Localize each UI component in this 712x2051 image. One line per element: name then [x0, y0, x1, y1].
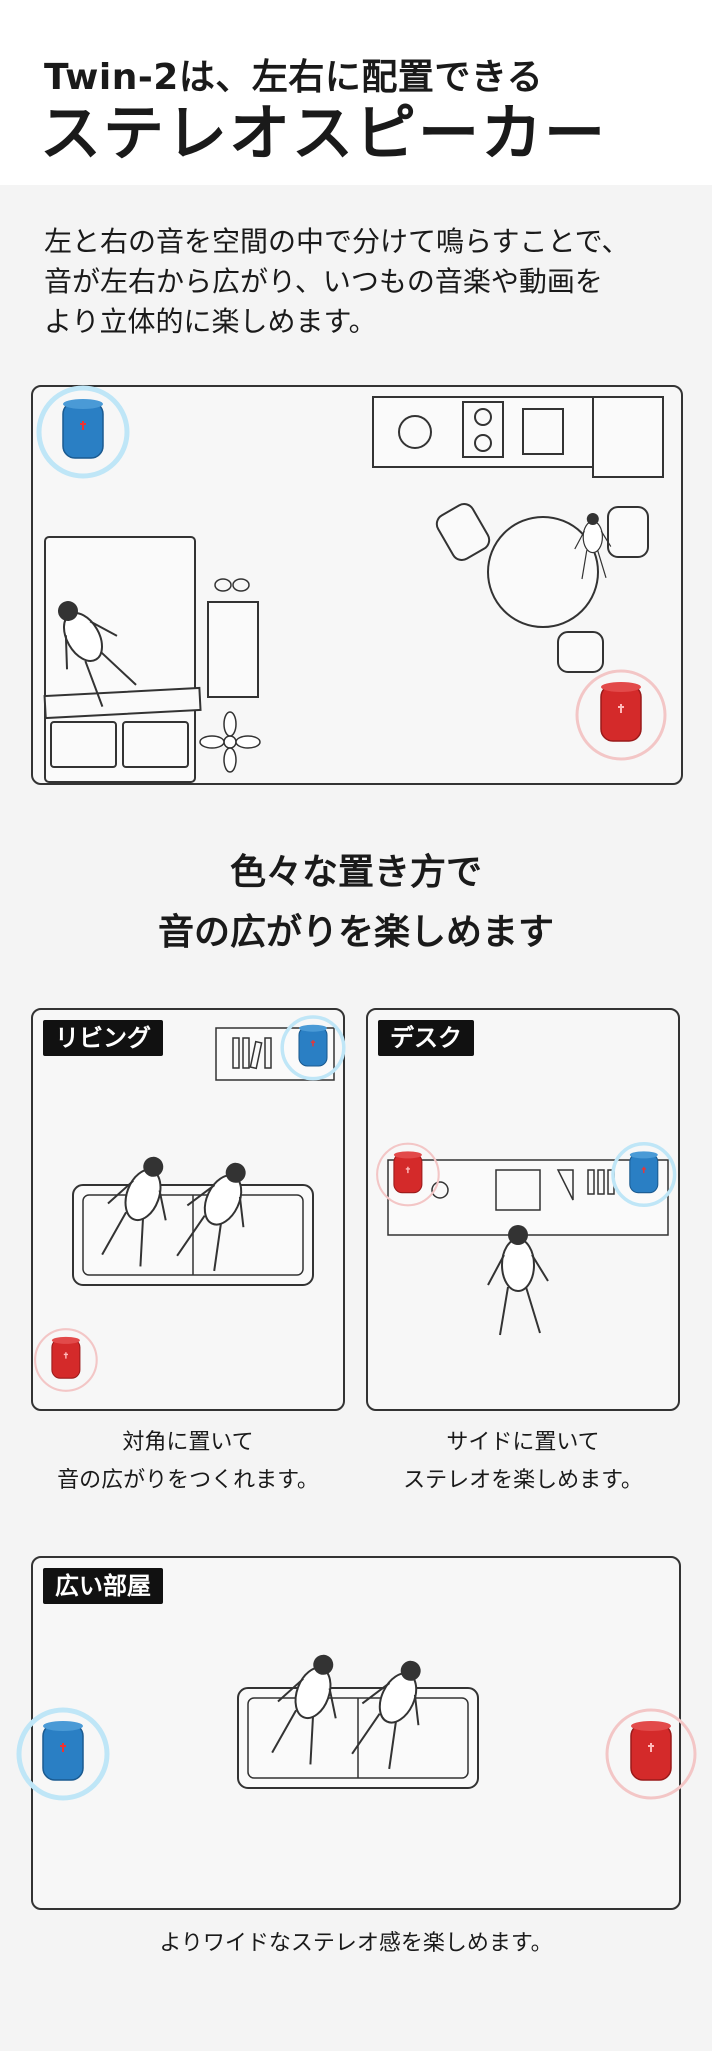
intro-line: より立体的に楽しめます。 — [44, 305, 377, 338]
living-illustration — [34, 1015, 346, 1392]
tag-large-room: 広い部屋 — [43, 1568, 163, 1604]
header: Twin-2は、左右に配置できる ステレオスピーカー — [0, 0, 712, 185]
speaker-red-icon — [575, 669, 667, 761]
sofa-icon — [237, 1687, 479, 1789]
caption-large-room: よりワイドなステレオ感を楽しめます。 — [31, 1925, 681, 1963]
caption-line: サイドに置いて — [446, 1430, 600, 1455]
section-heading: 音の広がりを楽しめます — [157, 912, 554, 953]
speaker-red-icon — [34, 1328, 98, 1392]
intro-line: 音が左右から広がり、いつもの音楽や動画を — [44, 265, 603, 298]
placement-card-desk: デスク — [366, 1008, 680, 1411]
tag-living: リビング — [43, 1020, 163, 1056]
placement-card-living: リビング — [31, 1008, 346, 1411]
page-title: ステレオスピーカー — [40, 98, 608, 169]
intro-text: 左と右の音を空間の中で分けて鳴らすことで、 音が左右から広がり、いつもの音楽や動… — [44, 222, 684, 342]
placement-card-large-room: 広い部屋 — [31, 1556, 697, 1912]
person-icon — [487, 1224, 549, 1336]
speaker-blue-icon — [19, 1710, 107, 1798]
caption-line: 対角に置いて — [122, 1430, 254, 1455]
caption-line: 音の広がりをつくれます。 — [57, 1468, 319, 1493]
tag-desk: デスク — [378, 1020, 474, 1056]
speaker-red-icon — [605, 1708, 697, 1800]
caption-desk: サイドに置いて ステレオを楽しめます。 — [366, 1424, 680, 1500]
caption-line: よりワイドなステレオ感を楽しめます。 — [159, 1931, 553, 1956]
dining-table-icon — [435, 503, 649, 673]
page-subtitle: Twin-2は、左右に配置できる — [44, 57, 544, 98]
caption-living: 対角に置いて 音の広がりをつくれます。 — [31, 1424, 345, 1500]
section-heading: 色々な置き方で — [229, 852, 482, 893]
plant-icon — [199, 711, 261, 773]
speaker-blue-icon — [39, 388, 127, 476]
caption-line: ステレオを楽しめます。 — [403, 1468, 643, 1493]
room-illustration — [31, 385, 683, 785]
bed-icon — [43, 536, 202, 783]
desk-illustration — [376, 1141, 677, 1336]
large-room-illustration — [33, 1644, 697, 1912]
kitchen-icon — [372, 396, 664, 478]
room-floorplan — [36, 387, 667, 783]
intro-line: 左と右の音を空間の中で分けて鳴らすことで、 — [44, 225, 630, 258]
